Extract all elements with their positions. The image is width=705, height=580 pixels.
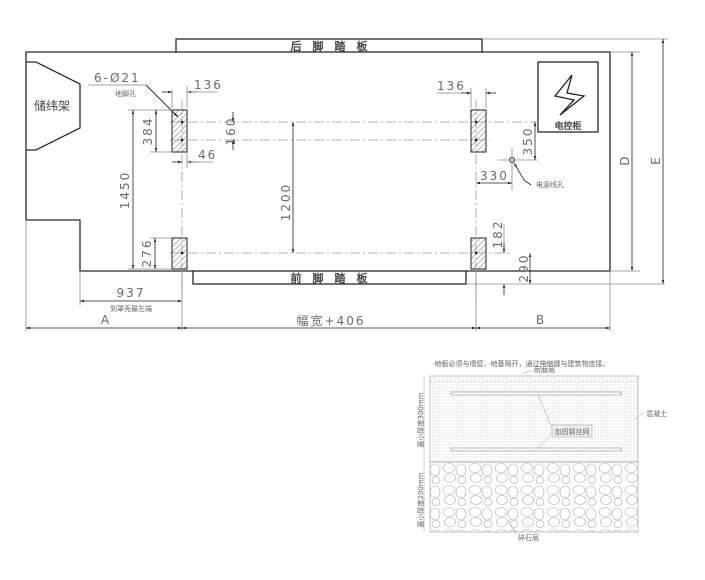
svg-text:后 脚 踏 板: 后 脚 踏 板 [291,39,369,53]
svg-text:1450: 1450 [118,171,132,210]
dim-E: E [482,38,668,284]
svg-text:地板必须与墙壁、地基隔开，通过伸缩缝与建筑物连接。: 地板必须与墙壁、地基隔开，通过伸缩缝与建筑物连接。 [435,359,610,368]
svg-text:储纬架: 储纬架 [34,98,70,113]
svg-text:D: D [618,154,632,165]
svg-text:182: 182 [491,220,505,249]
dim-937: 937 到罩壳最左端 [79,271,182,313]
rear-pedal: 后 脚 踏 板 [175,38,483,53]
svg-text:1200: 1200 [279,183,293,222]
svg-text:前 脚 踏 板: 前 脚 踏 板 [291,271,369,285]
svg-text:937: 937 [117,286,146,300]
svg-text:到罩壳最左端: 到罩壳最左端 [110,304,152,313]
lightning-icon [553,74,586,116]
svg-text:330: 330 [480,169,509,183]
svg-text:地脚孔: 地脚孔 [115,89,136,98]
dim-290: 290 [517,253,532,284]
dim-350: 350 [521,122,537,160]
dim-182: 182 [491,220,506,295]
svg-text:B: B [536,313,546,327]
dim-384: 384 [141,109,172,153]
svg-text:电控柜: 电控柜 [554,120,581,132]
floor-section: 地板必须与墙壁、地基隔开，通过伸缩缝与建筑物连接。 耐磨层 加固钢丝网 混凝土 … [416,359,667,542]
dim-1200: 1200 [279,122,295,253]
svg-text:耐磨层: 耐磨层 [534,365,555,374]
svg-text:136: 136 [194,78,223,92]
dim-bottom-row: A 幅宽+406 B [25,220,611,331]
mesh-top [450,391,622,396]
svg-text:290: 290 [517,254,531,283]
dim-136-right: 136 [437,79,496,108]
mesh-bottom [450,447,622,452]
svg-text:最小厚度200mm: 最小厚度200mm [416,472,425,527]
machine-outline [25,51,611,272]
dim-1450: 1450 [118,109,172,270]
svg-text:A: A [101,313,111,327]
anchor-hole-callout: 6-Ø21 地脚孔 [88,71,179,118]
svg-text:384: 384 [141,117,155,146]
front-pedal: 前 脚 踏 板 [192,270,467,285]
dim-46: 46 [172,148,217,168]
electric-cabinet: 电控柜 [537,61,599,133]
svg-text:136: 136 [437,79,466,93]
svg-text:350: 350 [521,127,535,156]
svg-text:E: E [649,155,663,165]
dim-330: 330 [476,169,512,185]
dim-276: 276 [140,237,172,269]
svg-text:160: 160 [224,117,238,146]
svg-text:混凝土: 混凝土 [646,409,667,418]
svg-text:6-Ø21: 6-Ø21 [94,71,141,85]
dim-D: D [610,51,640,272]
svg-text:最小厚度300mm: 最小厚度300mm [416,392,425,447]
dim-136-left: 136 [162,78,223,108]
svg-text:276: 276 [140,239,154,268]
dim-160: 160 [224,112,238,150]
svg-text:幅宽+406: 幅宽+406 [297,313,366,328]
creel: 储纬架 [26,61,81,151]
anchor-blocks [171,109,487,270]
svg-text:碎石层: 碎石层 [518,533,539,542]
svg-text:加固钢丝网: 加固钢丝网 [555,427,590,436]
svg-text:46: 46 [198,148,217,162]
svg-text:电源线孔: 电源线孔 [536,180,564,189]
